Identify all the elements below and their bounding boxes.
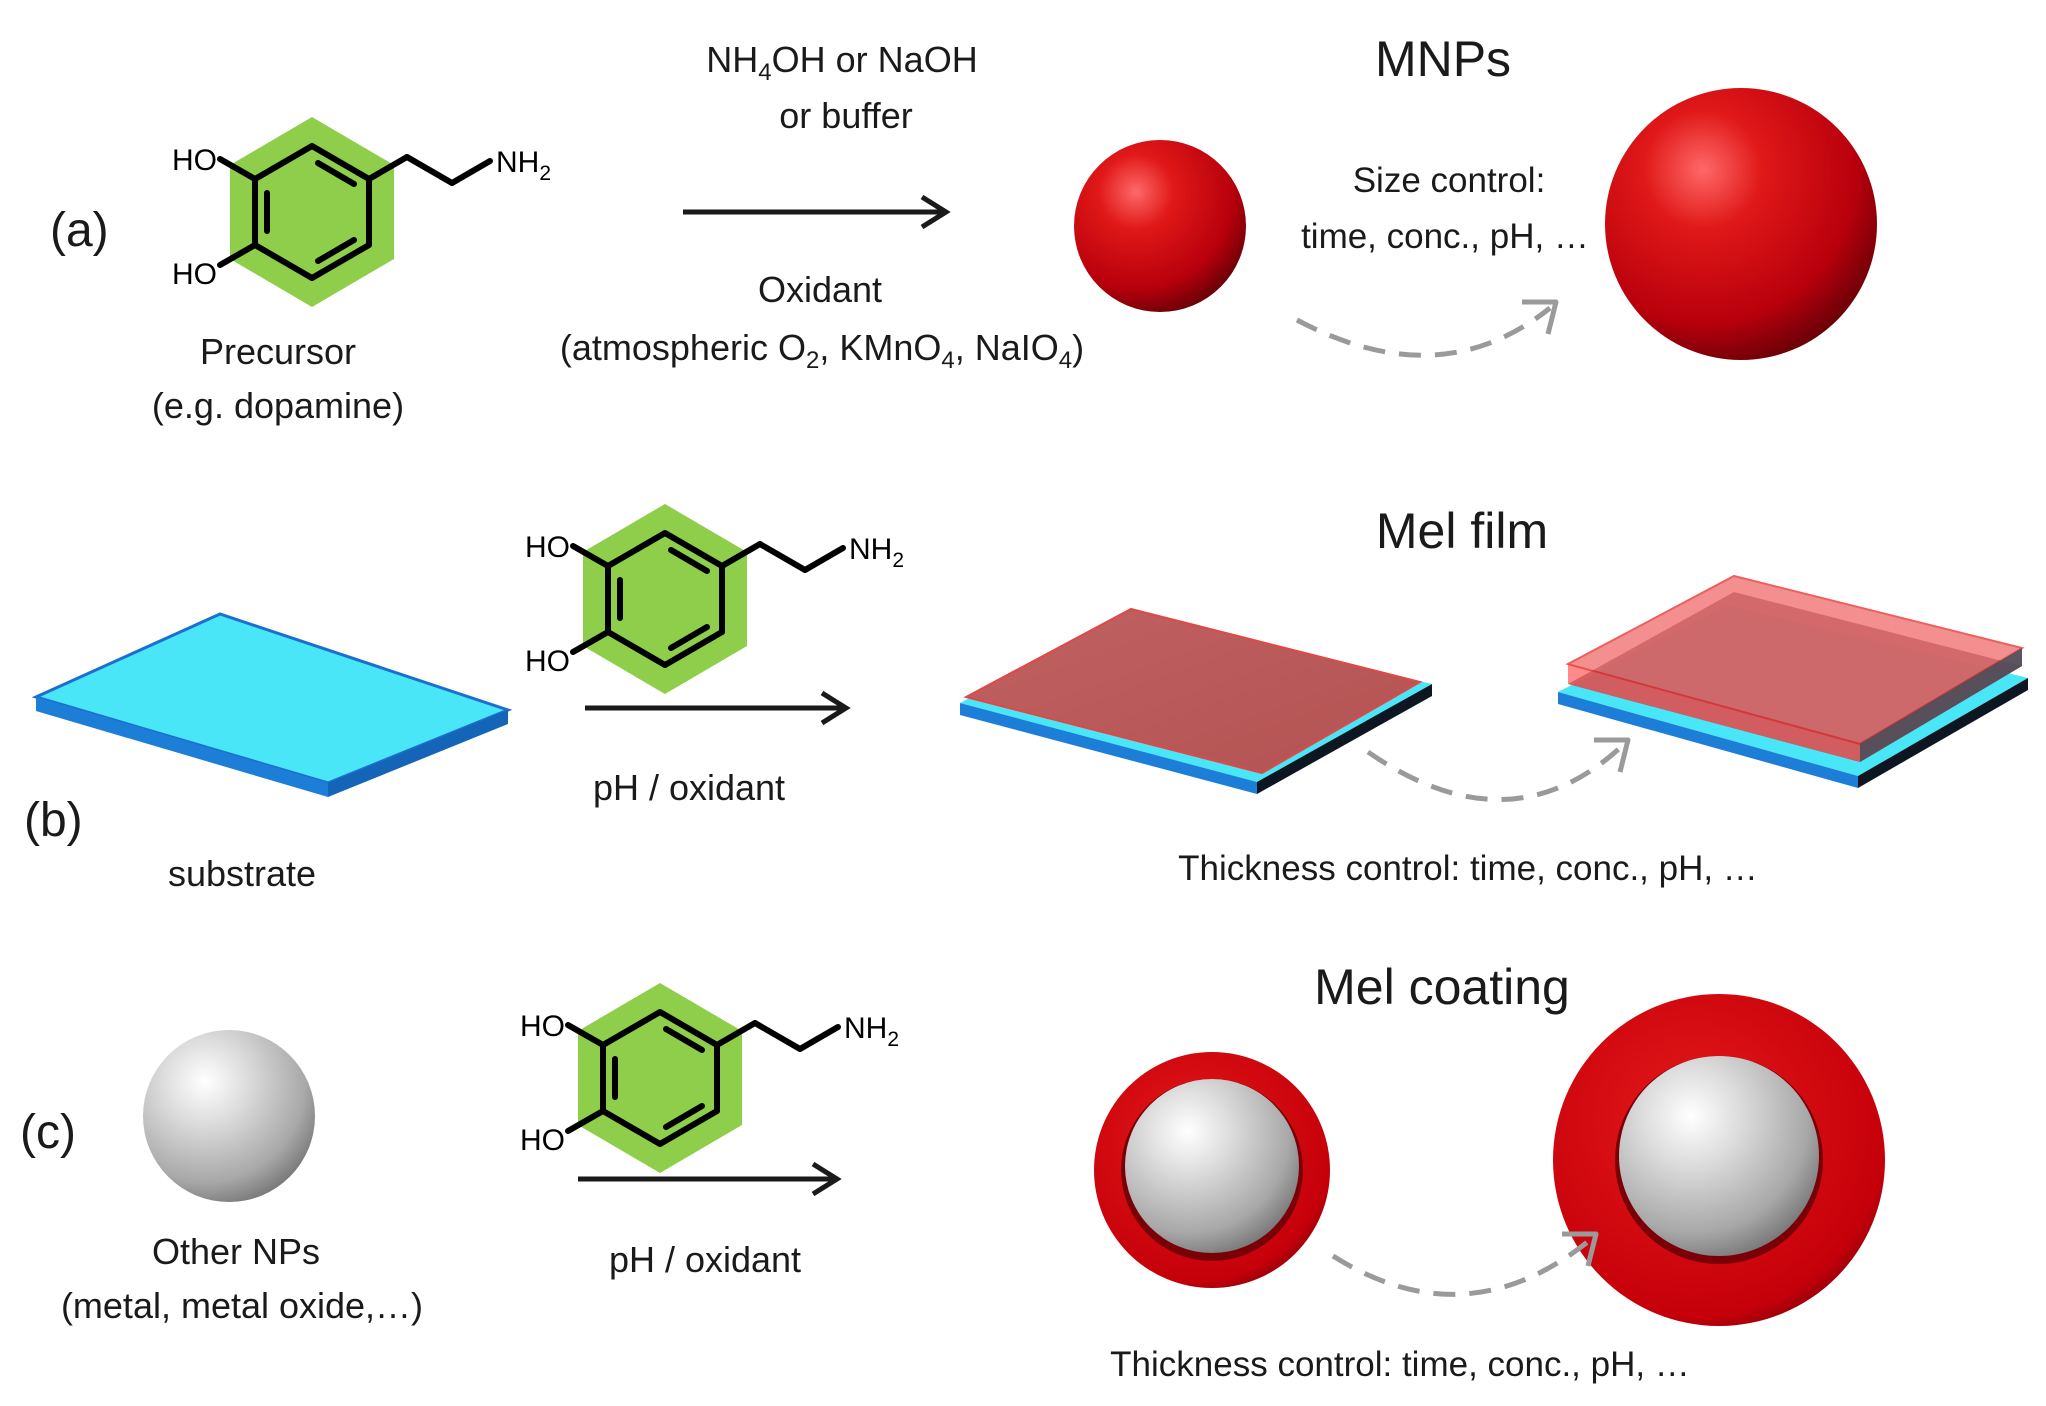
other-np-sphere (143, 1030, 315, 1202)
nh2-label: NH2 (496, 146, 551, 185)
ho-label-top: HO (172, 144, 217, 177)
precursor-example: (e.g. dopamine) (152, 385, 404, 426)
condition-label-b: pH / oxidant (593, 767, 785, 808)
thin-coated-particle (1094, 1052, 1330, 1288)
panel-b: (b) substrate HO HO NH2 pH / oxidant Mel… (24, 503, 2028, 894)
panel-a-label: (a) (50, 204, 109, 257)
panel-b-label: (b) (24, 794, 83, 847)
ho-label-bottom: HO (525, 645, 570, 678)
thickness-control-label-c: Thickness control: time, conc., pH, … (1110, 1345, 1690, 1384)
thickness-growth-dashed-arrow-b (1366, 744, 1624, 802)
substrate-label: substrate (168, 853, 316, 894)
reaction-arrowhead-c (811, 1161, 842, 1197)
mel-film-title: Mel film (1376, 503, 1548, 559)
small-mnp-sphere (1074, 140, 1246, 312)
thickness-growth-arrowhead-c (1562, 1231, 1599, 1267)
ho-label-bottom: HO (520, 1124, 565, 1157)
mnps-title: MNPs (1375, 31, 1511, 87)
ho-label-top: HO (525, 531, 570, 564)
other-nps-label: Other NPs (152, 1231, 320, 1272)
panel-a: (a) HO HO NH2 Precursor (e.g. dopamine) … (50, 31, 1877, 426)
oxidant-list: (atmospheric O2, KMnO4, NaIO4) (560, 327, 1084, 374)
thickness-growth-dashed-arrow-c (1331, 1238, 1592, 1297)
dopamine-structure-b: HO HO NH2 (525, 504, 904, 694)
size-growth-arrowhead (1522, 299, 1559, 335)
reaction-arrowhead-a (920, 194, 951, 230)
panel-c-label: (c) (20, 1106, 76, 1159)
size-control-label: Size control: (1353, 161, 1546, 200)
thick-coated-particle (1553, 994, 1885, 1326)
reagent-text-1: NH4OH or NaOH (706, 39, 977, 86)
nh2-label: NH2 (849, 533, 904, 572)
reaction-arrowhead-b (820, 690, 851, 726)
panel-c: (c) Other NPs (metal, metal oxide,…) HO … (20, 959, 1885, 1384)
size-growth-dashed-arrow (1295, 306, 1552, 358)
dopamine-structure-a: HO HO NH2 (172, 117, 551, 307)
substrate-plate (31, 612, 513, 797)
condition-label-c: pH / oxidant (609, 1239, 801, 1280)
thickness-control-label-b: Thickness control: time, conc., pH, … (1178, 849, 1758, 888)
dopamine-structure-c: HO HO NH2 (520, 983, 899, 1173)
size-control-params: time, conc., pH, … (1301, 217, 1589, 256)
oxidant-title: Oxidant (758, 269, 882, 310)
large-mnp-sphere (1605, 88, 1877, 360)
mel-coating-title: Mel coating (1314, 959, 1570, 1015)
thin-film-plate (960, 607, 1432, 794)
other-nps-examples: (metal, metal oxide,…) (61, 1285, 423, 1326)
thickness-growth-arrowhead-b (1594, 737, 1631, 773)
precursor-label: Precursor (200, 331, 356, 372)
ho-label-top: HO (520, 1010, 565, 1043)
reagent-text-2: or buffer (779, 95, 912, 136)
nh2-label: NH2 (844, 1012, 899, 1051)
ho-label-bottom: HO (172, 258, 217, 291)
thick-film-plate (1558, 574, 2028, 788)
